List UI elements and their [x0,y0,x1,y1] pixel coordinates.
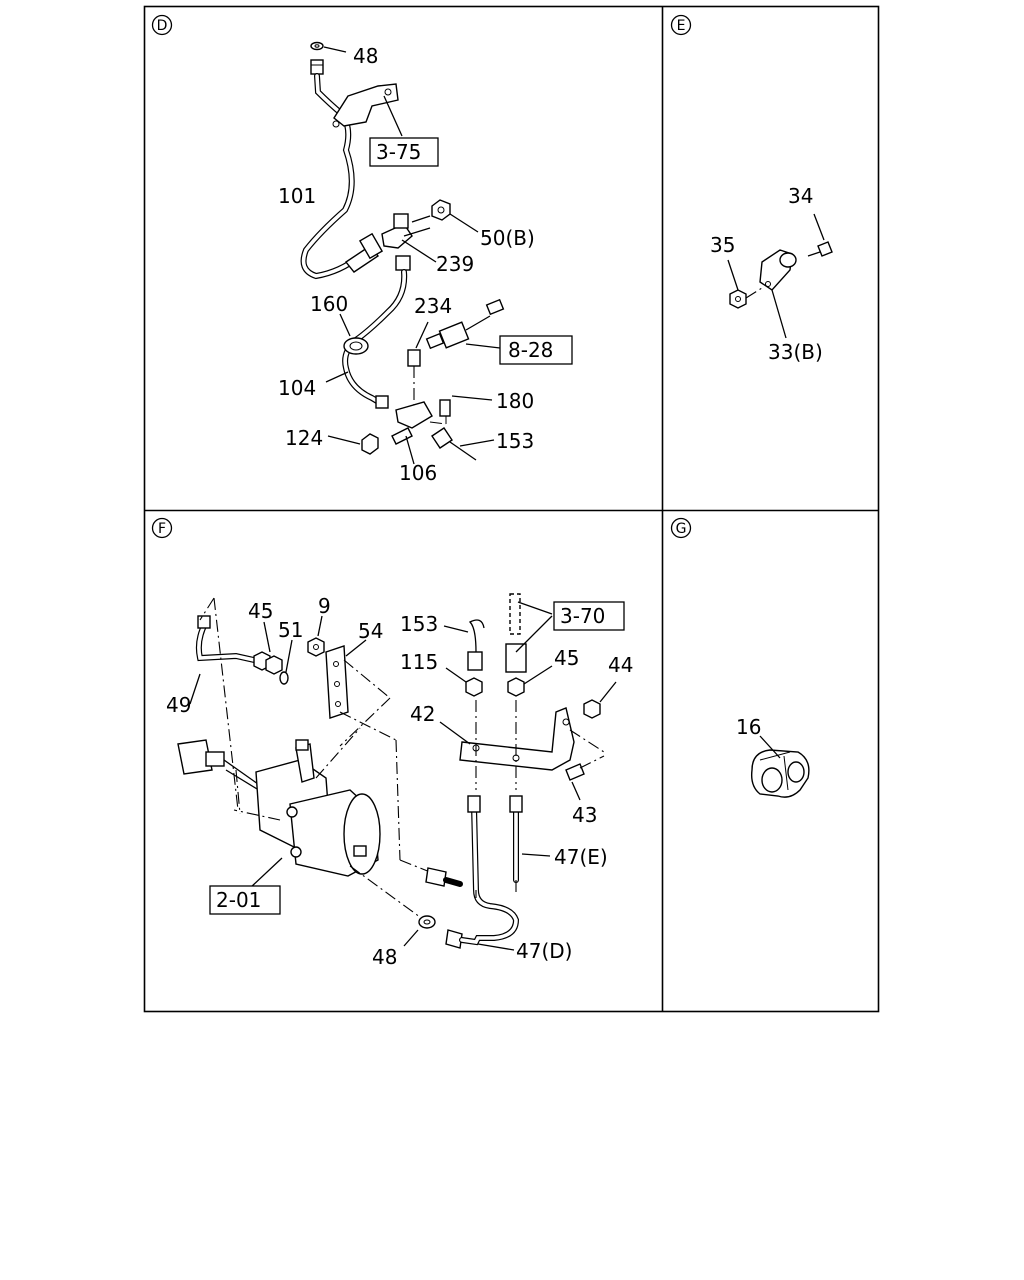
section-e-letter: E [677,18,686,34]
callout-115: 115 [400,650,438,674]
callout-124: 124 [285,426,323,450]
callout-101: 101 [278,184,316,208]
section-marker-f: F [151,517,173,539]
callout-239: 239 [436,252,474,276]
ref-box-3-75: 3-75 [376,140,421,164]
section-g-letter: G [676,521,687,537]
diagram-frame [143,5,880,1013]
section-e-drawing [727,213,833,339]
section-d-labels: 48 3-75 101 50(B) 239 160 234 8-28 104 1… [278,44,553,485]
callout-54: 54 [358,619,383,643]
callout-34: 34 [788,184,813,208]
callout-153-f: 153 [400,612,438,636]
callout-43: 43 [572,803,597,827]
callout-35: 35 [710,233,735,257]
callout-51: 51 [278,618,303,642]
section-g-labels: 16 [736,715,761,739]
callout-234: 234 [414,294,452,318]
callout-45-left: 45 [248,599,273,623]
callout-49: 49 [166,693,191,717]
callout-45-right: 45 [554,646,579,670]
ref-box-3-70: 3-70 [560,604,605,628]
section-f-labels: 45 9 51 54 153 3-70 115 45 44 49 42 43 4… [166,594,633,969]
section-marker-e: E [670,14,692,36]
callout-48-d: 48 [353,44,378,68]
section-marker-g: G [670,517,692,539]
section-f-drawing [177,593,625,951]
callout-48-f: 48 [372,945,397,969]
callout-104: 104 [278,376,316,400]
callout-42: 42 [410,702,435,726]
callout-153-d: 153 [496,429,534,453]
callout-106: 106 [399,461,437,485]
ref-box-2-01: 2-01 [216,888,261,912]
ref-box-8-28: 8-28 [508,338,553,362]
callout-160: 160 [310,292,348,316]
section-d-letter: D [157,18,168,34]
callout-47e: 47(E) [554,845,608,869]
callout-44: 44 [608,653,633,677]
section-d-drawing [300,41,573,465]
callout-50b: 50(B) [480,226,535,250]
section-g-drawing [750,735,810,798]
callout-47d: 47(D) [516,939,572,963]
section-marker-d: D [151,14,173,36]
callout-16: 16 [736,715,761,739]
callout-9: 9 [318,594,331,618]
callout-180: 180 [496,389,534,413]
callout-33b: 33(B) [768,340,823,364]
section-f-letter: F [158,521,166,537]
section-e-labels: 34 35 33(B) [710,184,823,364]
